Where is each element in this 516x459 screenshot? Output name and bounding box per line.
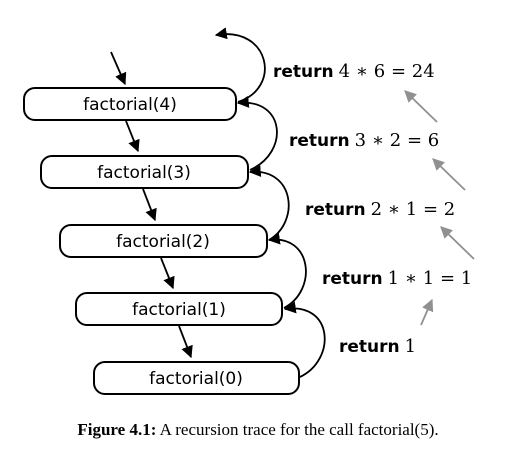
call-box-factorial-4: factorial(4)	[23, 87, 237, 121]
call-arrow	[142, 188, 157, 222]
figure-caption: Figure 4.1: A recursion trace for the ca…	[0, 420, 516, 440]
call-arrow	[125, 120, 140, 153]
value-flow-arrow	[420, 298, 434, 326]
call-box-factorial-3: factorial(3)	[40, 155, 249, 189]
call-box-factorial-1: factorial(1)	[75, 292, 283, 326]
call-box-factorial-0: factorial(0)	[93, 361, 300, 395]
call-arrow	[178, 325, 193, 359]
value-flow-arrow	[404, 90, 438, 123]
figure-caption-label: Figure 4.1:	[77, 420, 157, 439]
return-arrow	[283, 301, 326, 378]
call-arrow	[160, 257, 175, 290]
call-label: factorial(3)	[97, 163, 191, 183]
incoming-call-arrow	[110, 51, 127, 86]
call-label: factorial(4)	[83, 95, 177, 115]
call-label: factorial(0)	[149, 369, 243, 389]
return-arrow	[214, 27, 266, 103]
return-arrow	[236, 95, 278, 171]
value-flow-arrow	[440, 226, 475, 260]
call-box-factorial-2: factorial(2)	[59, 224, 268, 258]
value-flow-arrow	[432, 158, 466, 191]
return-arrow	[267, 232, 307, 309]
figure-caption-text: A recursion trace for the call factorial…	[156, 420, 439, 439]
call-label: factorial(2)	[116, 232, 210, 252]
call-label: factorial(1)	[132, 300, 226, 320]
